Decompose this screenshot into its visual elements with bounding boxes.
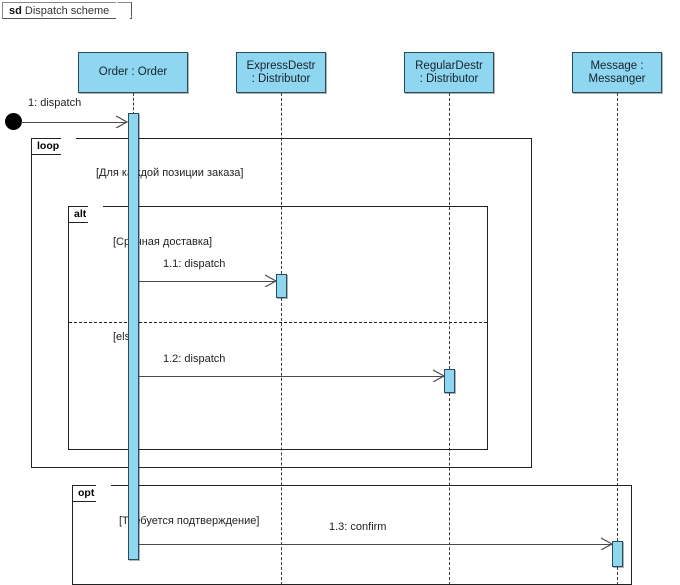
fragment-guard-loop: [Для каждой позиции заказа] — [96, 167, 244, 179]
lifeline-label-line2: Messanger — [588, 72, 646, 85]
fragment-operator-label: loop — [37, 140, 60, 152]
fragment-operator-alt: alt — [69, 206, 104, 223]
lifeline-stem-regular-destr-lower — [449, 393, 450, 585]
lifeline-label-line1: RegularDestr — [415, 59, 483, 72]
lifeline-label-line1: Message : — [590, 59, 644, 72]
message-line-1[interactable] — [21, 122, 127, 123]
diagram-kind-keyword: sd — [9, 5, 22, 17]
fragment-operator-label: opt — [78, 487, 95, 499]
lifeline-stem-messanger-lower — [617, 567, 618, 585]
lifeline-stem-order — [133, 93, 134, 115]
message-line-1-2[interactable] — [139, 376, 444, 377]
lifeline-label-line1: Order : Order — [98, 66, 168, 78]
message-label-1-3: 1.3: confirm — [329, 521, 387, 533]
arrowhead-open-icon — [115, 115, 128, 128]
fragment-tab-corner-icon — [88, 206, 104, 223]
lifeline-stem-express-destr-lower — [281, 298, 282, 585]
lifeline-label-line2: : Distributor — [419, 72, 479, 85]
fragment-loop[interactable] — [31, 138, 532, 468]
lifeline-head-regular-destr[interactable]: RegularDestr : Distributor — [404, 52, 494, 93]
message-label-1-1: 1.1: dispatch — [163, 258, 226, 270]
fragment-operator-loop: loop — [32, 138, 77, 155]
fragment-tab-corner-icon — [96, 485, 112, 502]
lifeline-head-express-destr[interactable]: ExpressDestr : Distributor — [236, 52, 326, 93]
fragment-alt[interactable] — [68, 206, 488, 450]
diagram-title: Dispatch scheme — [24, 5, 110, 17]
diagram-frame-header: sd Dispatch scheme — [2, 2, 133, 20]
lifeline-stem-regular-destr-upper — [449, 93, 450, 369]
lifeline-head-order[interactable]: Order : Order — [78, 52, 188, 93]
lifeline-stem-messanger-upper — [617, 93, 618, 541]
fragment-operator-label: alt — [74, 208, 87, 220]
message-line-1-3[interactable] — [139, 544, 612, 545]
fragment-alt-divider — [69, 322, 487, 323]
fragment-guard-opt: [Требуется подтверждение] — [119, 515, 260, 527]
lifeline-stem-express-destr-upper — [281, 93, 282, 274]
activation-bar-regular-destr[interactable] — [444, 369, 455, 393]
lifeline-label-line2: : Distributor — [251, 72, 311, 85]
fragment-opt[interactable] — [72, 485, 632, 585]
lifeline-head-messanger[interactable]: Message : Messanger — [572, 52, 662, 93]
activation-bar-express-destr[interactable] — [276, 274, 287, 298]
frame-tab-corner-icon — [116, 2, 132, 20]
message-label-1-2: 1.2: dispatch — [163, 353, 226, 365]
lifeline-label-line1: ExpressDestr — [246, 59, 316, 72]
fragment-operator-opt: opt — [73, 485, 112, 502]
activation-bar-messanger[interactable] — [612, 541, 623, 567]
arrowhead-open-icon — [432, 369, 445, 382]
message-line-1-1[interactable] — [139, 281, 276, 282]
activation-bar-order[interactable] — [128, 113, 139, 560]
arrowhead-open-icon — [264, 274, 277, 287]
start-node — [5, 113, 22, 130]
message-label-1: 1: dispatch — [28, 97, 82, 109]
fragment-tab-corner-icon — [61, 138, 77, 155]
arrowhead-open-icon — [600, 537, 613, 550]
